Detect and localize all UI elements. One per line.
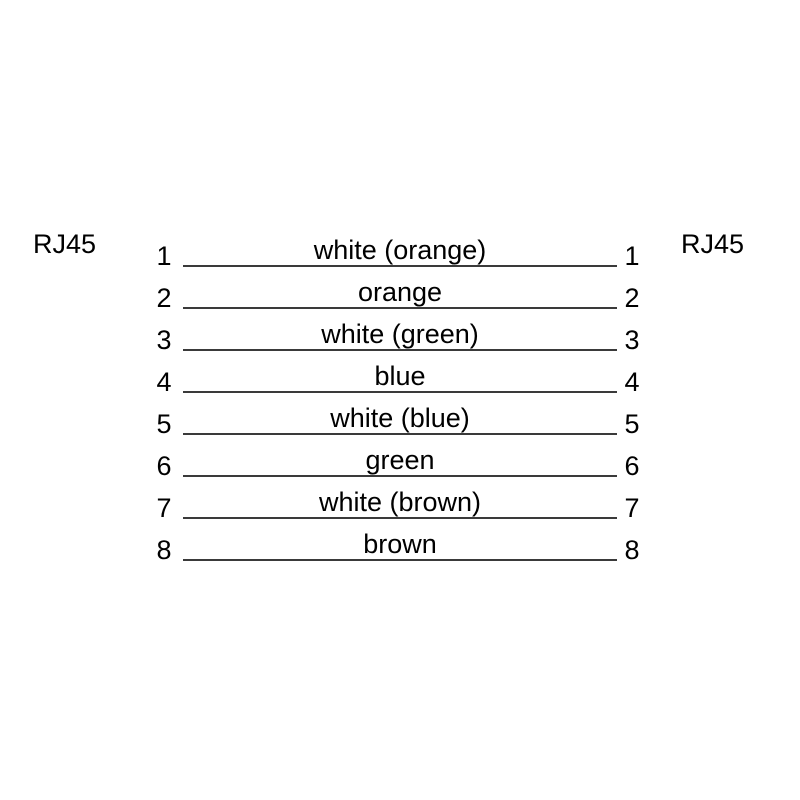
pin-number-right: 6 xyxy=(624,451,640,481)
pin-number-right: 1 xyxy=(624,241,640,271)
wire-row: 7 7 white (brown) xyxy=(0,480,800,522)
wire-line xyxy=(183,559,617,561)
wire-row: 2 2 orange xyxy=(0,270,800,312)
wire-row: 3 3 white (green) xyxy=(0,312,800,354)
wire-color-label: white (green) xyxy=(321,319,479,349)
wire-line xyxy=(183,265,617,267)
wire-row: 4 4 blue xyxy=(0,354,800,396)
pin-number-left: 4 xyxy=(156,367,172,397)
pin-number-left: 6 xyxy=(156,451,172,481)
wire-row: 5 5 white (blue) xyxy=(0,396,800,438)
pin-number-right: 8 xyxy=(624,535,640,565)
wire-row: 1 1 white (orange) xyxy=(0,228,800,270)
pin-number-right: 5 xyxy=(624,409,640,439)
wire-color-label: green xyxy=(365,445,435,475)
pin-number-right: 2 xyxy=(624,283,640,313)
wire-row: 6 6 green xyxy=(0,438,800,480)
wire-color-label: white (brown) xyxy=(318,487,482,517)
wire-line xyxy=(183,475,617,477)
pin-number-right: 4 xyxy=(624,367,640,397)
wire-line xyxy=(183,307,617,309)
wire-line xyxy=(183,349,617,351)
wire-color-label: brown xyxy=(363,529,437,559)
connector-label-right: RJ45 xyxy=(681,229,745,259)
wire-color-label: orange xyxy=(357,277,443,307)
pin-number-left: 7 xyxy=(156,493,172,523)
wire-color-label: white (orange) xyxy=(313,235,487,265)
pin-number-left: 2 xyxy=(156,283,172,313)
wire-line xyxy=(183,391,617,393)
wire-line xyxy=(183,433,617,435)
wire-row: 8 8 brown xyxy=(0,522,800,564)
connector-label-left: RJ45 xyxy=(33,229,97,259)
wire-line xyxy=(183,517,617,519)
pin-number-right: 3 xyxy=(624,325,640,355)
wire-color-label: white (blue) xyxy=(330,403,470,433)
pin-number-right: 7 xyxy=(624,493,640,523)
pin-number-left: 8 xyxy=(156,535,172,565)
pin-number-left: 1 xyxy=(156,241,172,271)
pin-number-left: 3 xyxy=(156,325,172,355)
pin-number-left: 5 xyxy=(156,409,172,439)
wire-color-label: blue xyxy=(374,361,426,391)
